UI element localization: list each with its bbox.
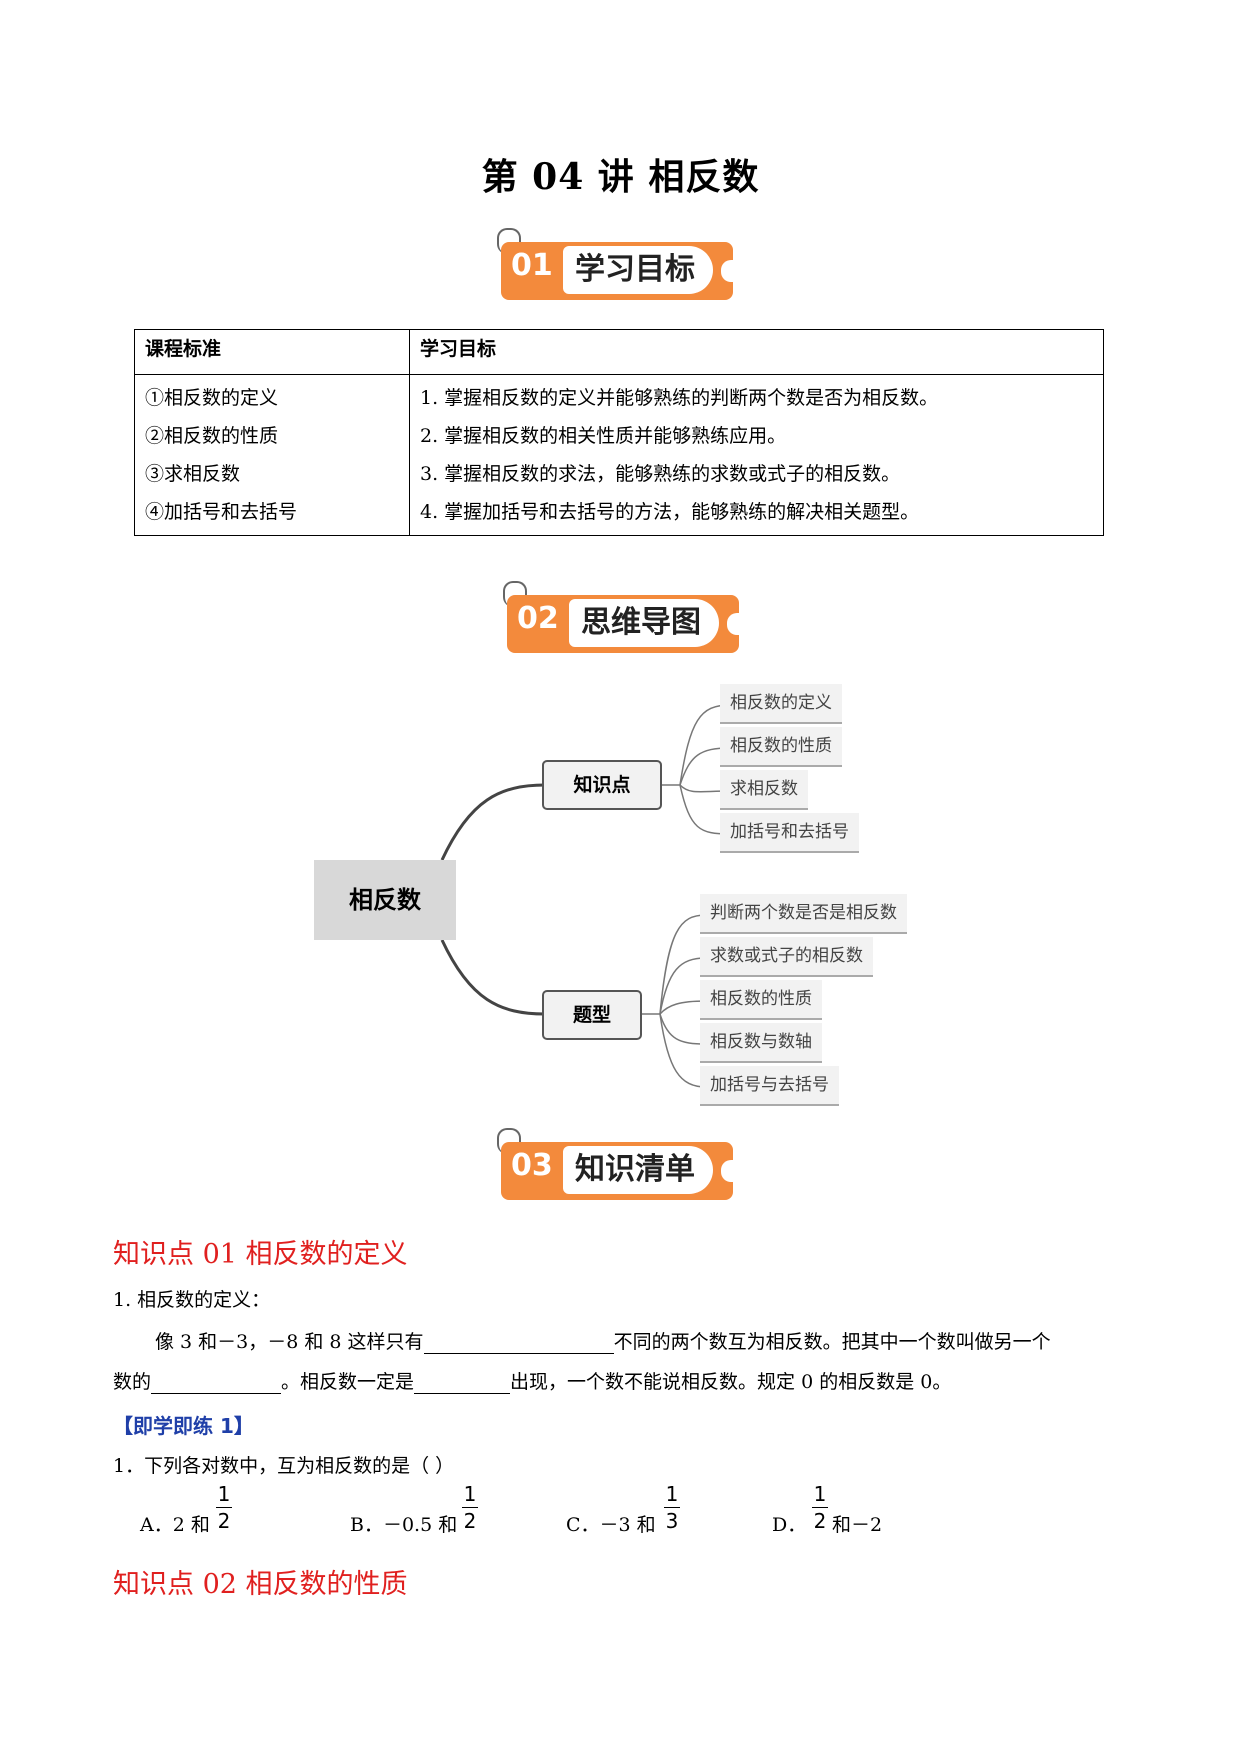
question-text: 1．下列各对数中，互为相反数的是（ ） bbox=[113, 1455, 455, 1477]
goals-table: 课程标准 学习目标 ①相反数的定义 ②相反数的性质 ③求相反数 ④加括号和去括号… bbox=[134, 329, 1104, 536]
target-item: 4. 掌握加括号和去括号的方法，能够熟练的解决相关题型。 bbox=[420, 501, 920, 523]
mindmap-branch-knowledge: 知识点 bbox=[542, 760, 662, 810]
target-item: 1. 掌握相反数的定义并能够熟练的判断两个数是否为相反数。 bbox=[420, 387, 939, 409]
standards-cell: ①相反数的定义 ②相反数的性质 ③求相反数 ④加括号和去括号 bbox=[134, 374, 410, 536]
mindmap-leaf: 相反数与数轴 bbox=[700, 1023, 822, 1063]
section-badge-mindmap: 02 思维导图 bbox=[503, 581, 743, 653]
option-d-suffix: 和－2 bbox=[832, 1514, 883, 1536]
practice-label: 【即学即练 1】 bbox=[113, 1414, 254, 1438]
fill-blank[interactable] bbox=[414, 1371, 511, 1394]
mindmap-leaf: 加括号和去括号 bbox=[720, 813, 859, 853]
item-title: 1. 相反数的定义： bbox=[113, 1289, 271, 1311]
badge-number: 03 bbox=[511, 1148, 553, 1183]
badge-number: 02 bbox=[517, 601, 559, 636]
targets-cell: 1. 掌握相反数的定义并能够熟练的判断两个数是否为相反数。 2. 掌握相反数的相… bbox=[409, 374, 1104, 536]
standard-item: ②相反数的性质 bbox=[145, 425, 279, 447]
badge-label: 知识清单 bbox=[563, 1146, 713, 1194]
knowledge-point-heading: 知识点 01 相反数的定义 bbox=[113, 1239, 408, 1270]
table-header-standard: 课程标准 bbox=[134, 329, 410, 375]
page-title: 第 04 讲 相反数 bbox=[481, 156, 760, 198]
definition-line-2: 数的。相反数一定是出现，一个数不能说相反数。规定 0 的相反数是 0。 bbox=[113, 1371, 952, 1394]
target-item: 2. 掌握相反数的相关性质并能够熟练应用。 bbox=[420, 425, 787, 447]
mindmap-leaf: 求数或式子的相反数 bbox=[700, 937, 873, 977]
badge-number: 01 bbox=[511, 248, 553, 283]
section-badge-knowledge-list: 03 知识清单 bbox=[497, 1128, 737, 1200]
mindmap-branch-question-types: 题型 bbox=[542, 990, 642, 1040]
option-c[interactable]: C．－3 和 bbox=[566, 1514, 656, 1536]
mindmap-leaf: 相反数的性质 bbox=[700, 980, 822, 1020]
mindmap-leaf: 相反数的性质 bbox=[720, 727, 842, 767]
target-item: 3. 掌握相反数的求法，能够熟练的求数或式子的相反数。 bbox=[420, 463, 901, 485]
standard-item: ①相反数的定义 bbox=[145, 387, 279, 409]
standard-item: ④加括号和去括号 bbox=[145, 501, 298, 523]
knowledge-point-heading: 知识点 02 相反数的性质 bbox=[113, 1569, 408, 1600]
definition-line-1: 像 3 和－3，－8 和 8 这样只有不同的两个数互为相反数。把其中一个数叫做另… bbox=[155, 1331, 1051, 1354]
standard-item: ③求相反数 bbox=[145, 463, 241, 485]
section-badge-goals: 01 学习目标 bbox=[497, 228, 737, 300]
badge-label: 思维导图 bbox=[569, 599, 719, 647]
mindmap-leaf: 相反数的定义 bbox=[720, 684, 842, 724]
option-d[interactable]: D． bbox=[772, 1514, 807, 1536]
option-a[interactable]: A．2 和 bbox=[140, 1514, 210, 1536]
fill-blank[interactable] bbox=[423, 1331, 614, 1354]
badge-label: 学习目标 bbox=[563, 246, 713, 294]
option-b[interactable]: B．－0.5 和 bbox=[350, 1514, 458, 1536]
mindmap-leaf: 求相反数 bbox=[720, 770, 808, 810]
fill-blank[interactable] bbox=[151, 1371, 282, 1394]
mindmap-root: 相反数 bbox=[314, 860, 456, 940]
mindmap-leaf: 判断两个数是否是相反数 bbox=[700, 894, 907, 934]
mindmap-leaf: 加括号与去括号 bbox=[700, 1066, 839, 1106]
